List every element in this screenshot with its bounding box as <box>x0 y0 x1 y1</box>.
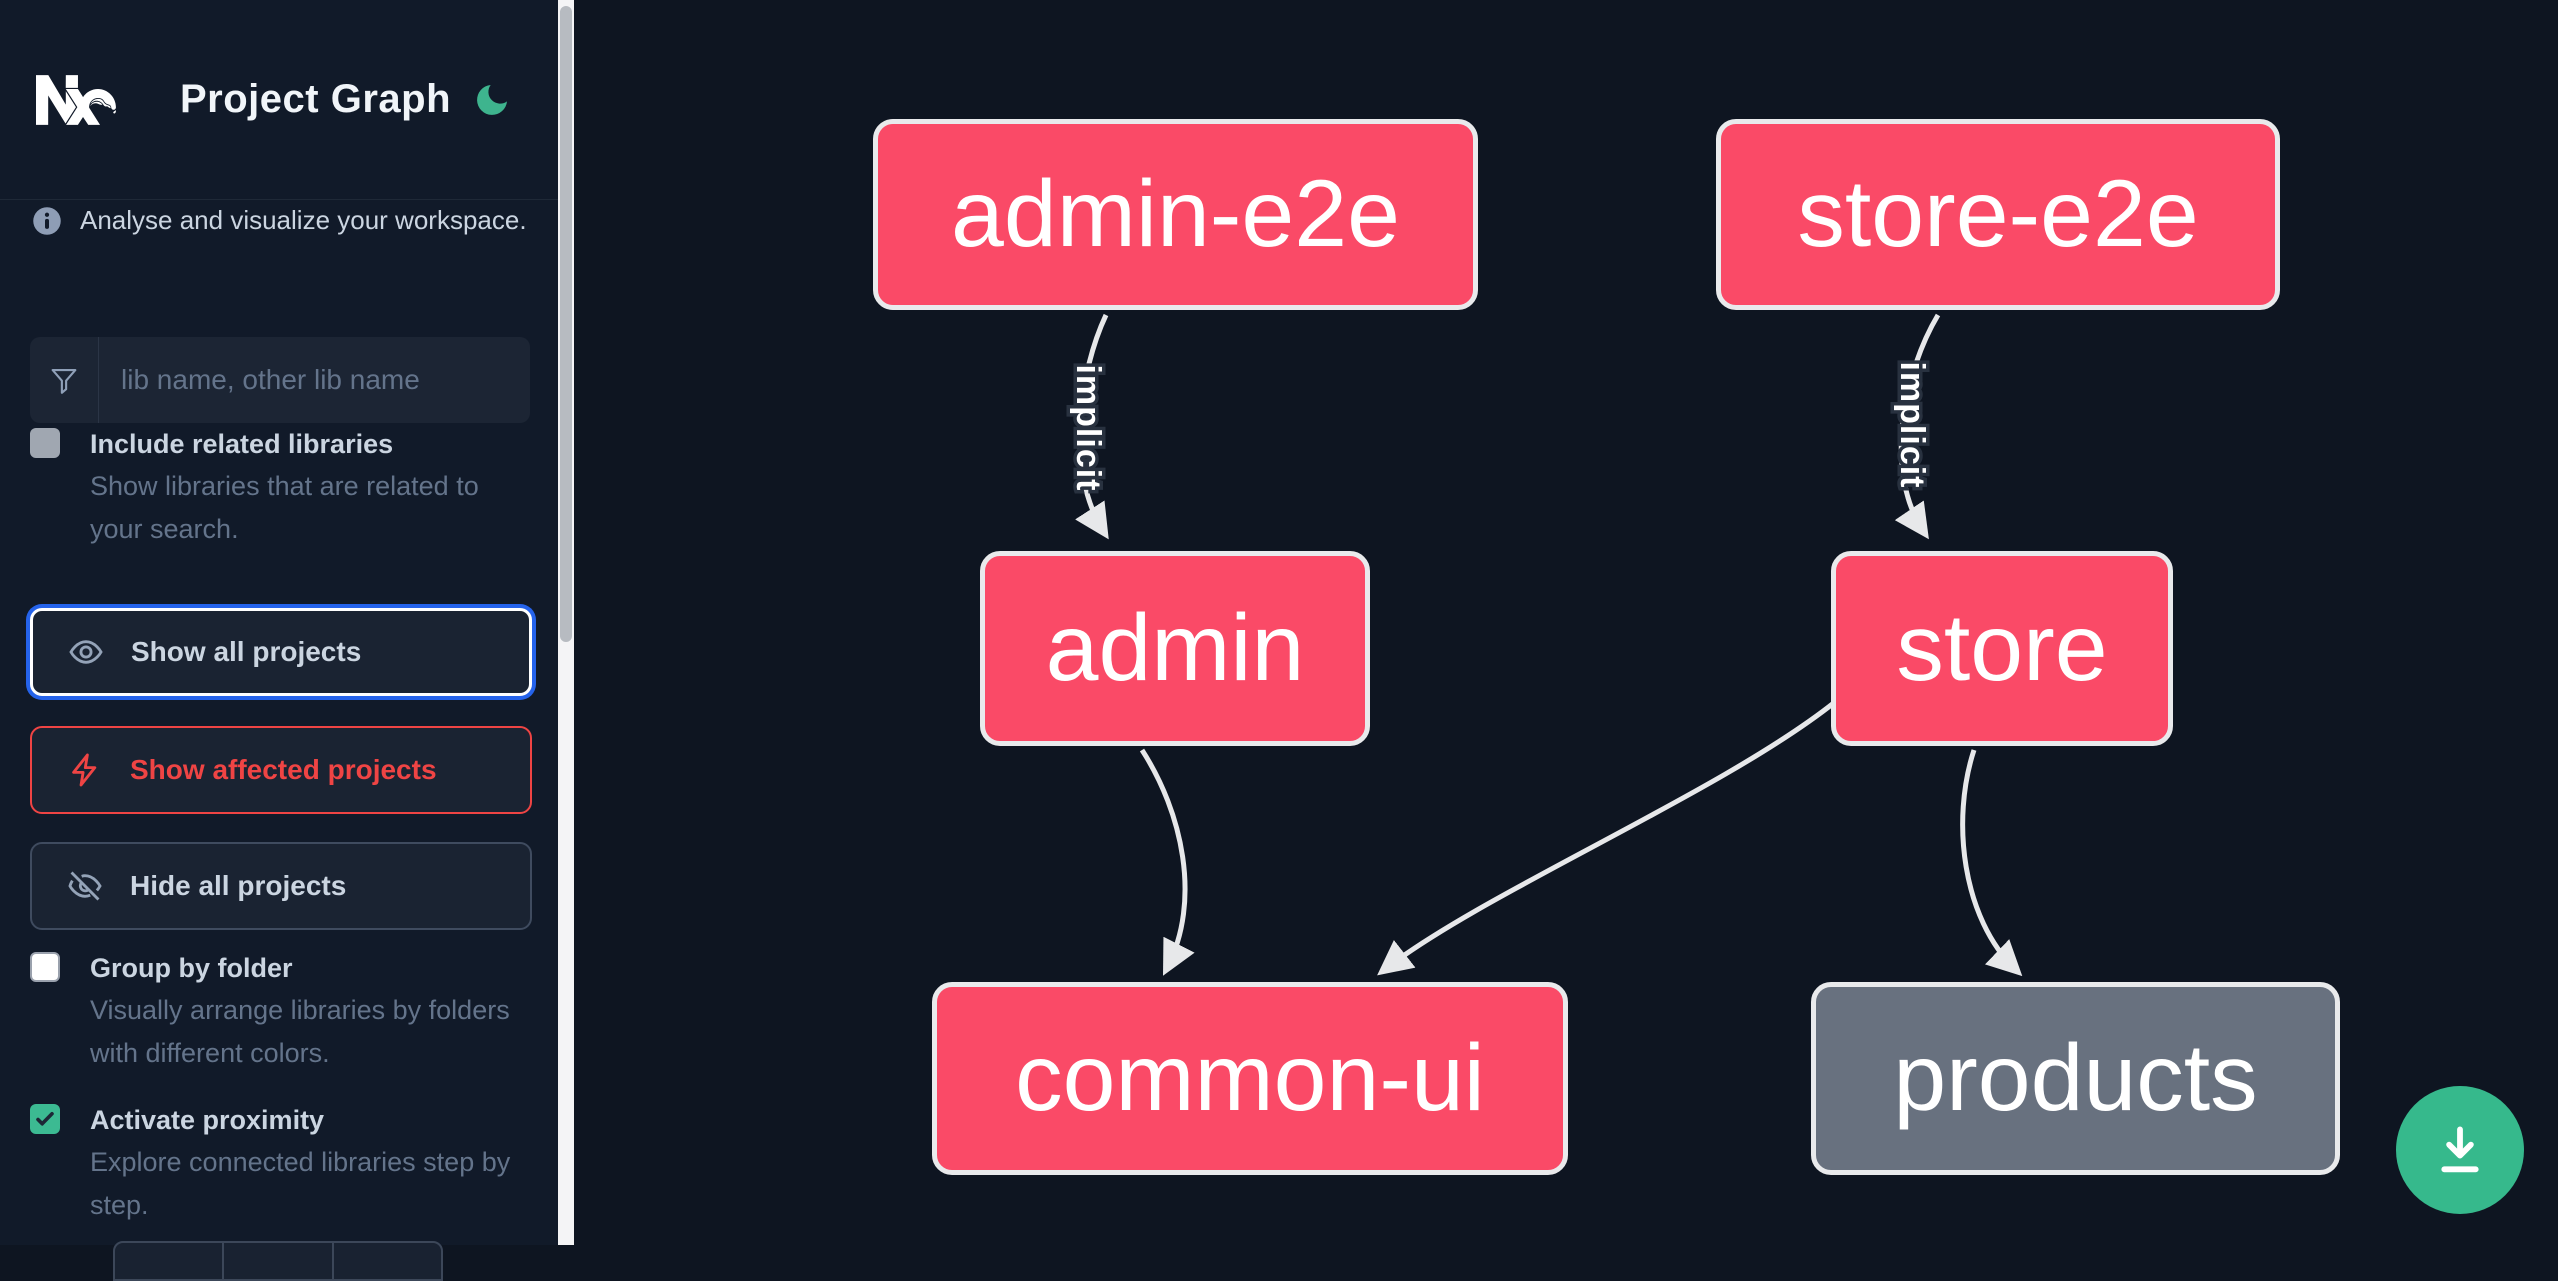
option-label[interactable]: Group by folder <box>90 953 293 983</box>
scrollbar-thumb[interactable] <box>560 6 572 642</box>
download-icon <box>2441 1126 2479 1173</box>
checkbox-include-related[interactable] <box>30 428 60 458</box>
option-label[interactable]: Activate proximity <box>90 1105 325 1135</box>
filter-funnel-icon <box>30 337 99 423</box>
edge-store-to-products[interactable] <box>1960 749 2023 977</box>
proximity-depth-segmented-control <box>113 1241 443 1281</box>
sidebar: Project Graph Analyse and visualize your… <box>0 0 558 1281</box>
node-label: common-ui <box>1015 1025 1485 1131</box>
segment-option[interactable] <box>115 1243 222 1279</box>
check-icon <box>36 1112 54 1126</box>
info-icon <box>33 206 61 235</box>
option-description: Show libraries that are related to your … <box>90 471 479 544</box>
node-label: admin-e2e <box>951 161 1400 267</box>
segment-option[interactable] <box>222 1243 331 1279</box>
eye-icon <box>69 640 103 664</box>
edge-label-implicit: implicit <box>1069 364 1107 491</box>
workspace-tagline: Analyse and visualize your workspace. <box>32 205 527 236</box>
graph-node-admin-e2e[interactable]: admin-e2e <box>873 119 1478 310</box>
option-group-by-folder: Group by folder Visually arrange librari… <box>30 948 535 1075</box>
option-label[interactable]: Include related libraries <box>90 429 394 459</box>
page-title: Project Graph <box>180 77 452 121</box>
graph-node-store[interactable]: store <box>1831 551 2173 746</box>
edge-store-to-common-ui[interactable] <box>1377 700 1837 976</box>
node-label: store-e2e <box>1797 161 2199 267</box>
option-description: Visually arrange libraries by folders wi… <box>90 995 510 1068</box>
search-box <box>30 337 530 423</box>
edge-admin-to-common-ui[interactable] <box>1139 748 1195 976</box>
graph-node-admin[interactable]: admin <box>980 551 1370 746</box>
tagline-text: Analyse and visualize your workspace. <box>80 205 527 235</box>
option-include-related-libraries: Include related libraries Show libraries… <box>30 424 535 551</box>
graph-canvas[interactable]: implicit implicit admin-e2e store-e2e ad… <box>574 0 2558 1245</box>
button-label: Hide all projects <box>130 870 347 901</box>
sidebar-header: Project Graph <box>0 0 558 200</box>
download-graph-button[interactable] <box>2396 1086 2524 1214</box>
hide-all-projects-button[interactable]: Hide all projects <box>30 842 532 930</box>
checkbox-group-by-folder[interactable] <box>30 952 60 982</box>
option-description: Explore connected libraries step by step… <box>90 1147 511 1220</box>
edge-store-e2e-to-store[interactable] <box>1894 313 1941 540</box>
option-activate-proximity: Activate proximity Explore connected lib… <box>30 1100 535 1227</box>
search-input[interactable] <box>99 337 530 423</box>
moon-icon <box>477 84 507 115</box>
graph-edges-layer: implicit implicit <box>1066 313 2023 977</box>
node-label: admin <box>1045 595 1305 701</box>
button-label: Show affected projects <box>130 754 437 785</box>
graph-node-products[interactable]: products <box>1811 982 2340 1175</box>
lightning-bolt-icon <box>72 753 97 787</box>
graph-node-common-ui[interactable]: common-ui <box>932 982 1568 1175</box>
eye-off-icon <box>68 871 102 901</box>
graph-node-store-e2e[interactable]: store-e2e <box>1716 119 2280 310</box>
dark-mode-toggle[interactable] <box>472 80 512 120</box>
button-label: Show all projects <box>131 636 362 667</box>
sidebar-scrollbar[interactable] <box>558 0 574 1245</box>
show-all-projects-button[interactable]: Show all projects <box>30 608 532 696</box>
node-label: products <box>1893 1025 2258 1131</box>
edge-label-implicit: implicit <box>1893 361 1931 488</box>
nx-logo-icon <box>36 74 117 125</box>
node-label: store <box>1896 595 2108 701</box>
show-affected-projects-button[interactable]: Show affected projects <box>30 726 532 814</box>
edge-admin-e2e-to-admin[interactable] <box>1075 313 1109 540</box>
checkbox-activate-proximity[interactable] <box>30 1104 60 1134</box>
segment-option[interactable] <box>331 1243 441 1279</box>
